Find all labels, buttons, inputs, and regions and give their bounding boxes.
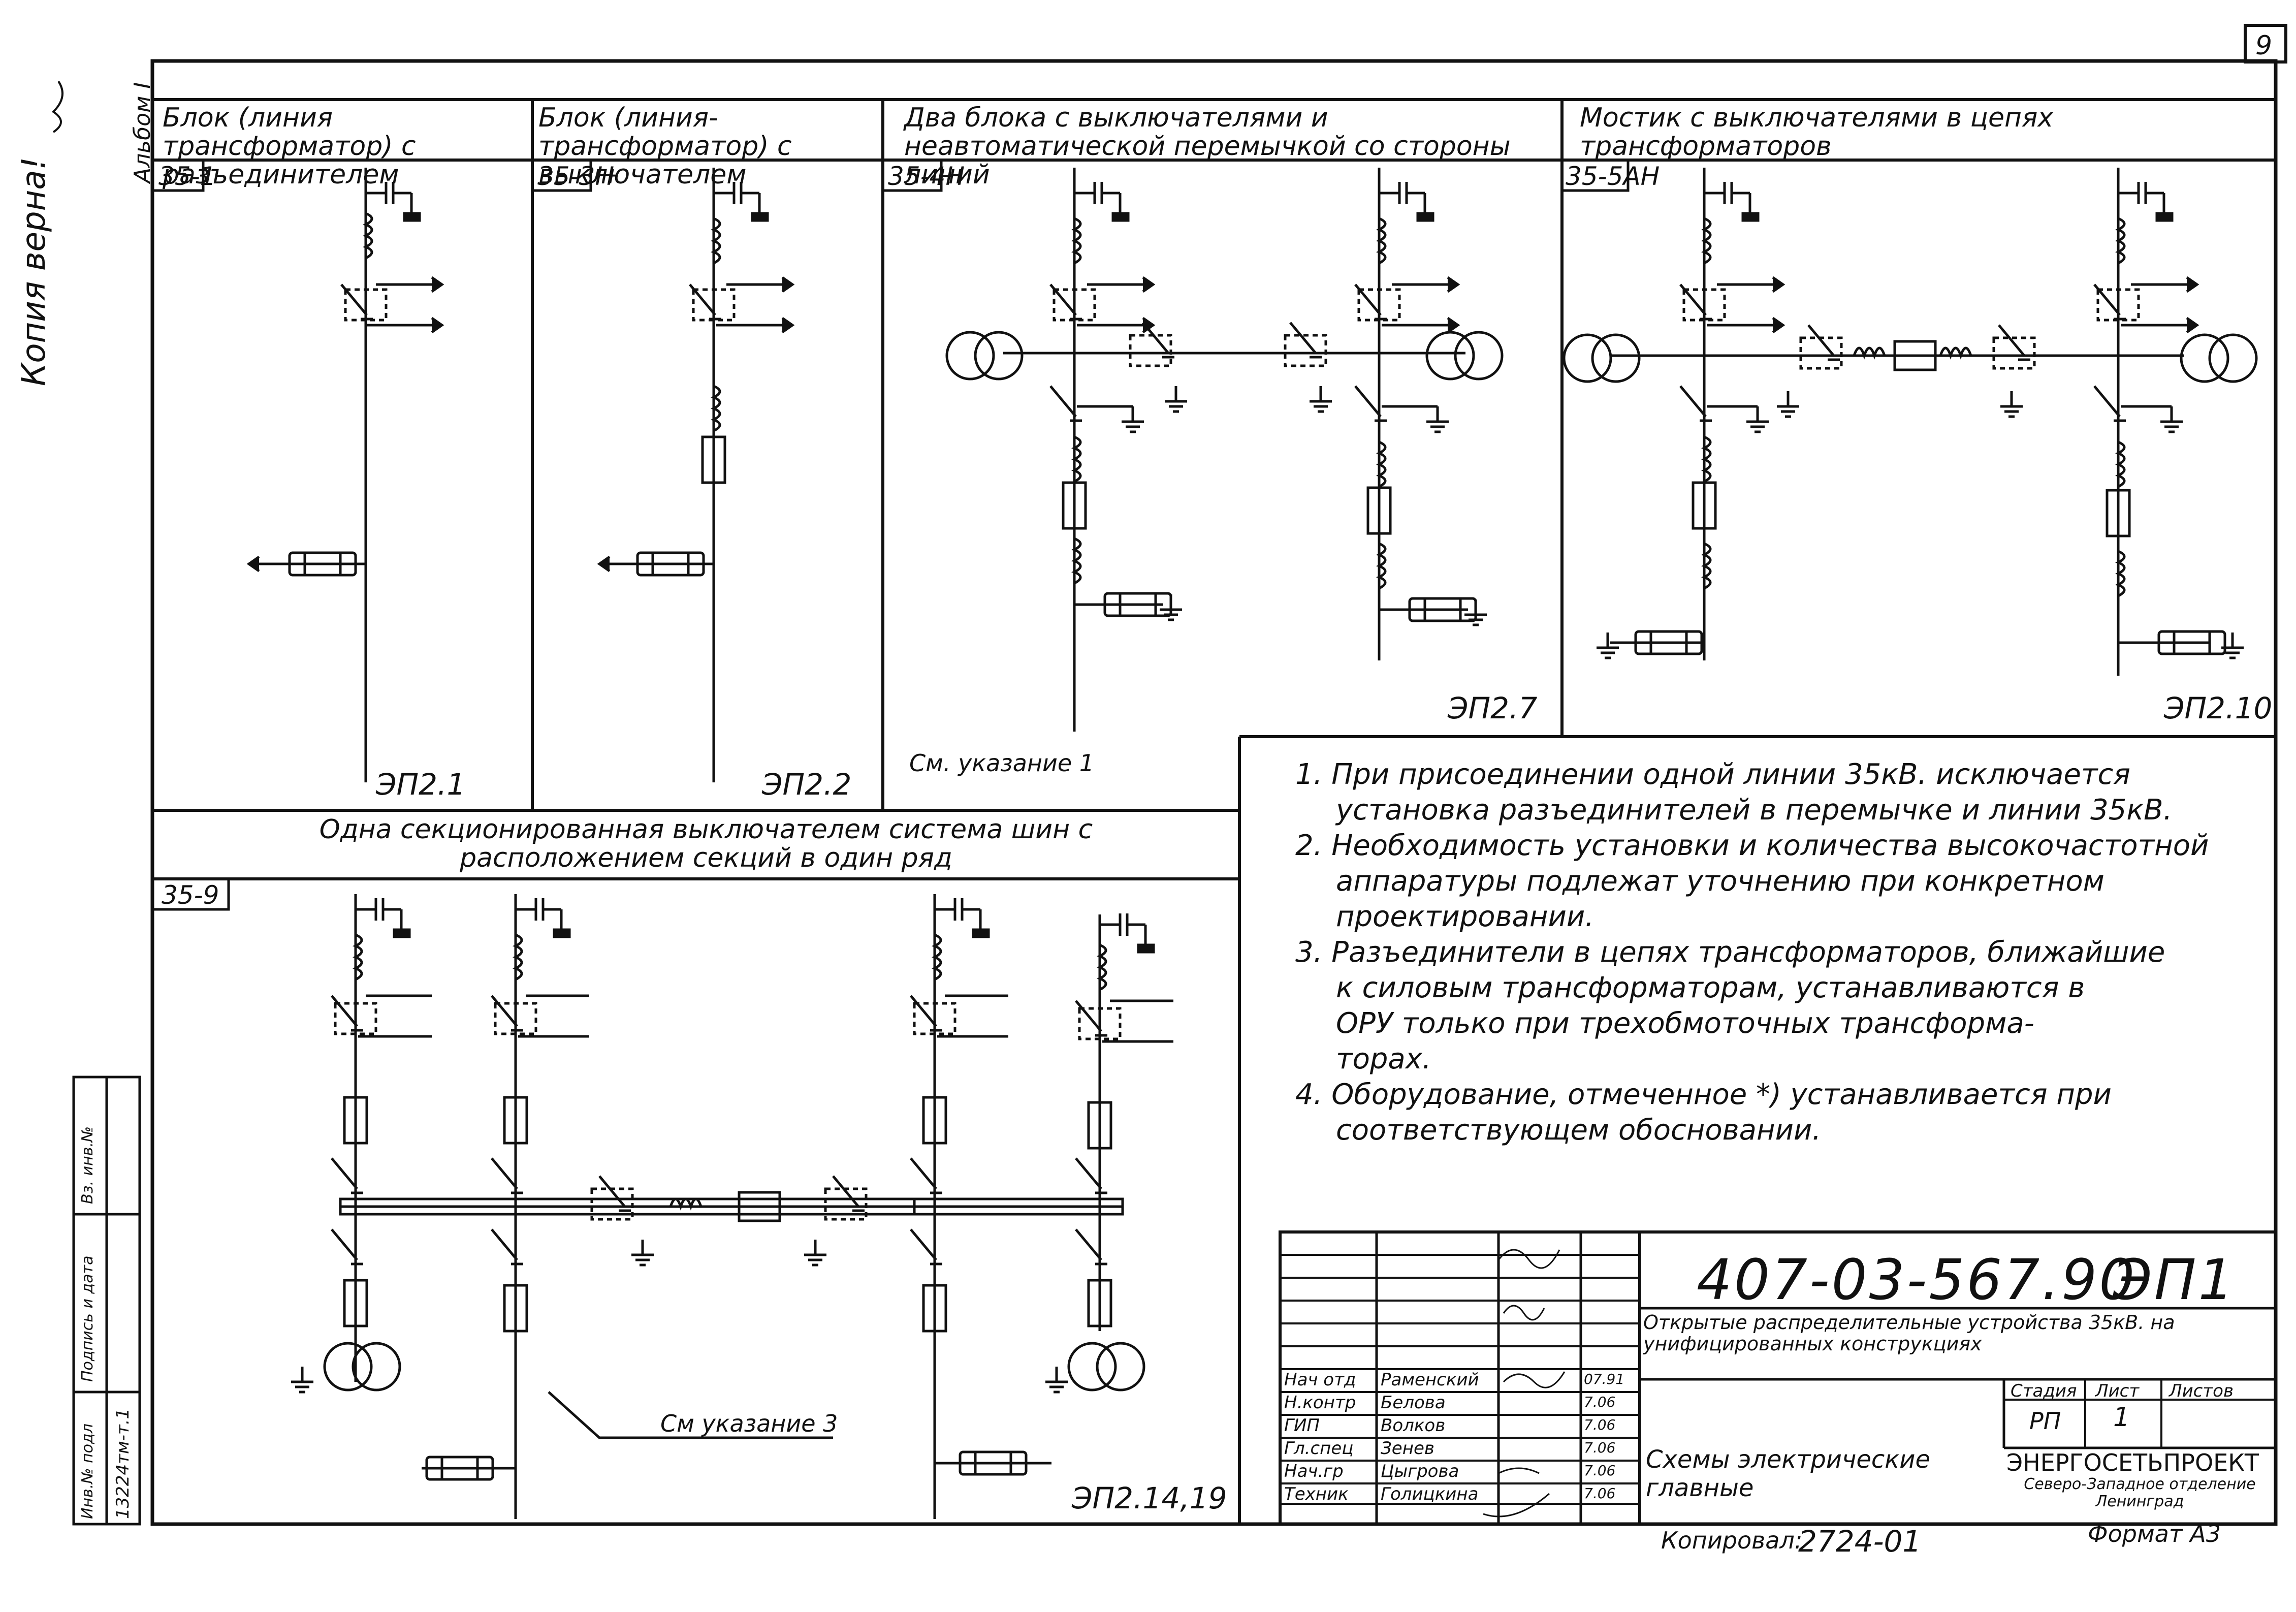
reference-note-1: См. указание 1 — [909, 749, 1095, 777]
note-line: к силовым трансформаторам, устанавливают… — [1336, 971, 2085, 1004]
panel-code: 35-9 — [162, 880, 219, 910]
panel-header-35-4n: Два блока с выключателями и неавтоматиче… — [904, 103, 1511, 190]
notes-list: 1. При присоединении одной линии 35кВ. и… — [1295, 757, 2209, 1148]
panel-mark: ЭП2.10 — [2164, 691, 2273, 725]
panel-code: 35-1 — [158, 162, 216, 191]
doc-code: 407-03-567.90 — [1697, 1247, 2137, 1312]
staff-role: Техник — [1284, 1484, 1349, 1504]
staff-role: Гл.спец — [1284, 1438, 1354, 1459]
panel-code: 35-4Н — [888, 162, 965, 191]
staff-name: Голицкина — [1381, 1484, 1479, 1504]
sheets-label: Листов — [2169, 1381, 2234, 1401]
staff-date: 7.06 — [1584, 1416, 1616, 1433]
staff-date: 7.06 — [1584, 1462, 1616, 1479]
sheet-label: Лист — [2095, 1381, 2140, 1401]
staff-name: Волков — [1381, 1415, 1446, 1436]
note-line: 2. Необходимость установки и количества … — [1295, 829, 2209, 862]
org-branch: Северо-Западное отделение Ленинград — [2024, 1475, 2256, 1510]
panel-header-35-1: Блок (линия трансформатор) с разъедините… — [163, 103, 416, 190]
staff-role: Н.контр — [1284, 1393, 1356, 1413]
staff-date: 7.06 — [1584, 1394, 1616, 1410]
panel-mark: ЭП2.2 — [762, 767, 852, 802]
note-line: аппаратуры подлежат уточнению при конкре… — [1336, 865, 2104, 898]
note-line: 3. Разъединители в цепях трансформаторов… — [1295, 936, 2165, 969]
side-stamp-sign-label: Подпись и дата — [79, 1255, 97, 1382]
panel-mark: ЭП2.7 — [1448, 691, 1538, 725]
staff-name: Белова — [1381, 1393, 1446, 1413]
staff-role: Нач.гр — [1284, 1461, 1344, 1481]
copy-stamp: Копия верна! — [15, 156, 53, 386]
note-line: проектировании. — [1336, 900, 1595, 933]
sheet-value: 1 — [2113, 1402, 2130, 1433]
stage-label: Стадия — [2011, 1381, 2077, 1401]
copy-number: 2724-01 — [1798, 1524, 1922, 1559]
note-line: установка разъединителей в перемычке и л… — [1336, 794, 2173, 827]
drawing-title: Схемы электрические главные — [1646, 1445, 1930, 1502]
staff-role: ГИП — [1284, 1415, 1320, 1436]
staff-date: 7.06 — [1584, 1485, 1616, 1502]
panel-mark: ЭП2.1 — [376, 767, 466, 802]
staff-date: 7.06 — [1584, 1439, 1616, 1456]
panel-header-35-3n: Блок (линия-трансформатор) с выключателе… — [538, 103, 792, 190]
staff-role: Нач отд — [1284, 1370, 1356, 1390]
staff-name: Зенев — [1381, 1438, 1434, 1459]
staff-name: Цыгрова — [1381, 1461, 1459, 1481]
project-title: Открытые распределительные устройства 35… — [1643, 1311, 2175, 1355]
panel-header-35-5an: Мостик с выключателями в цепях трансформ… — [1580, 103, 2054, 162]
side-stamp-vz-label: Вз. инв.№ — [79, 1126, 97, 1204]
copied-label: Копировал: — [1661, 1527, 1803, 1554]
album-label: Альбом I — [130, 82, 155, 183]
staff-date: 07.91 — [1584, 1371, 1625, 1387]
side-stamp-inv-label: Инв.№ подл — [79, 1424, 97, 1519]
sheet-code: ЭП1 — [2113, 1247, 2236, 1312]
staff-name: Раменский — [1381, 1370, 1479, 1390]
panel-code: 35-5АН — [1566, 162, 1660, 191]
stage-value: РП — [2029, 1407, 2061, 1435]
note-line: торах. — [1336, 1042, 1431, 1076]
panel-header-35-9: Одна секционированная выключателем систе… — [319, 814, 1093, 873]
note-line: 4. Оборудование, отмеченное *) устанавли… — [1295, 1078, 2112, 1111]
org-name: ЭНЕРГОСЕТЬПРОЕКТ — [2006, 1449, 2259, 1476]
panel-code: 35-3Н — [537, 162, 615, 191]
side-stamp-inv-value: 13224тм-т.1 — [113, 1408, 133, 1519]
format-label: Формат А3 — [2088, 1520, 2221, 1547]
note-line: ОРУ только при трехобмоточных трансформа… — [1336, 1007, 2034, 1040]
note-line: 1. При присоединении одной линии 35кВ. и… — [1295, 758, 2130, 791]
note-line: соответствующем обосновании. — [1336, 1114, 1822, 1147]
page-number: 9 — [2255, 30, 2273, 61]
reference-note-3: См указание 3 — [660, 1410, 838, 1437]
panel-mark: ЭП2.14,19 — [1072, 1481, 1227, 1515]
